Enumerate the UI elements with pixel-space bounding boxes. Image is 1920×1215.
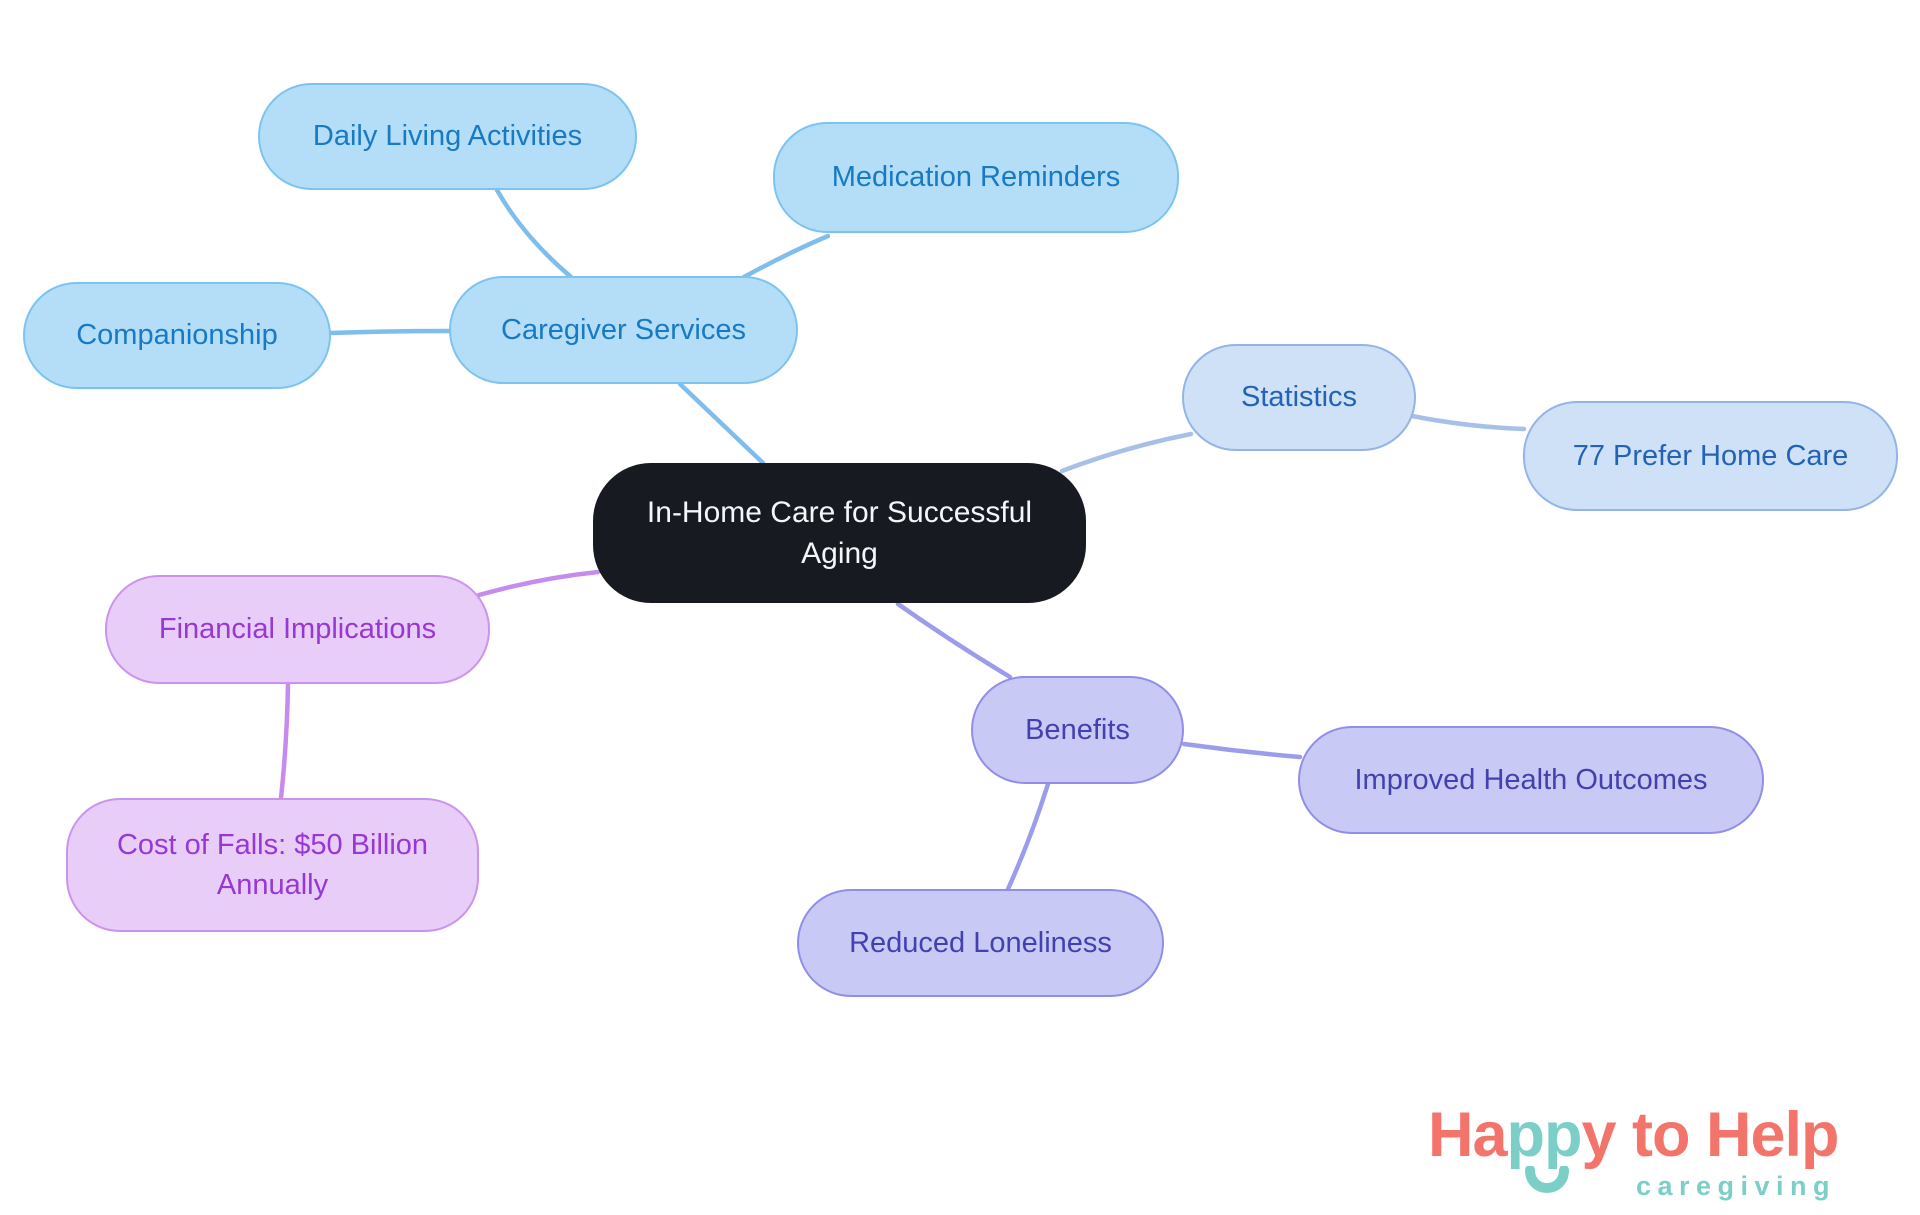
edge-medication-reminders-caregiver-services [741,233,831,280]
mindmap-node-benefits: Benefits [971,676,1184,784]
edge-financial-implications-cost-of-falls [278,681,291,801]
mindmap-node-prefer-home-care: 77 Prefer Home Care [1523,401,1898,511]
mindmap-node-statistics: Statistics [1182,344,1416,451]
edge-benefits-reduced-loneliness [1005,781,1051,892]
mindmap-node-reduced-loneliness: Reduced Loneliness [797,889,1164,997]
edge-root-financial-implications [476,569,601,598]
edge-caregiver-services-root [677,381,766,466]
edge-root-benefits [895,601,1013,680]
logo-tagline: caregiving [1635,1171,1836,1201]
mindmap-node-financial-implications: Financial Implications [105,575,490,684]
edge-benefits-improved-health-outcomes [1181,741,1303,760]
smile-icon [1525,1166,1569,1193]
mindmap-node-caregiver-services: Caregiver Services [449,276,798,384]
logo-wordmark: Happy to Help [1428,1104,1878,1167]
mindmap-node-improved-health-outcomes: Improved Health Outcomes [1298,726,1764,834]
mindmap-node-medication-reminders: Medication Reminders [773,122,1179,233]
logo-text-y-to-help: y to Help [1581,1100,1840,1170]
mindmap-node-root: In-Home Care for Successful Aging [593,463,1086,603]
edge-statistics-prefer-home-care [1409,413,1527,432]
logo-text-ha: Ha [1428,1100,1508,1170]
mindmap-node-daily-living-activities: Daily Living Activities [258,83,637,190]
edge-companionship-caregiver-services [328,328,452,336]
logo-text-pp: pp [1506,1100,1583,1170]
edge-daily-living-activities-caregiver-services [494,187,574,280]
mindmap-node-companionship: Companionship [23,282,331,389]
happy-to-help-logo: Happy to Help caregiving [1428,1104,1878,1202]
mindmap-node-cost-of-falls: Cost of Falls: $50 Billion Annually [66,798,479,932]
edge-root-statistics [1059,431,1194,474]
